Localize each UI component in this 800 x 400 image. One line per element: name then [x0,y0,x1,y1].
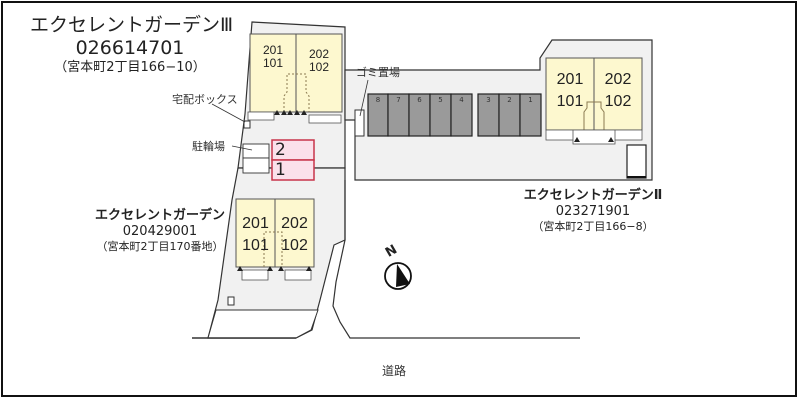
parking-number: 6 [417,96,422,104]
garden2-units-left: 201 101 [546,69,594,113]
garden3-info: エクセレントガーデンⅢ 026614701 （宮本町2丁目166−10） [30,14,234,76]
parking-space-1[interactable]: 1 [275,160,286,180]
unit-label: 201 [242,215,269,232]
unit-label: 202 [604,71,632,88]
garden2-info: エクセレントガーデンⅡ 023271901 （宮本町2丁目166−8） [518,188,668,233]
parking-number: 8 [375,96,381,104]
garden2-units-right: 202 102 [594,69,642,113]
parking-row-left: 8 7 6 5 4 [368,96,472,104]
unit-label: 102 [308,60,330,74]
garden3-address: （宮本町2丁目166−10） [54,60,206,75]
garden2-address: （宮本町2丁目166−8） [532,220,654,233]
delivery-box-label: 宅配ボックス [172,93,238,106]
unit-label: 202 [308,47,330,61]
parking-number: 1 [528,96,533,104]
parking-row-right: 3 2 1 [478,96,541,104]
parking-number: 2 [507,96,512,104]
unit-label: 101 [262,56,284,70]
unit-label: 101 [242,237,269,254]
garden1-units-left: 201 101 [236,213,275,257]
parking-space-2[interactable]: 2 [275,140,286,160]
garden3-code: 026614701 [75,37,185,59]
unit-label: 102 [281,237,308,254]
unit-label: 201 [262,43,284,57]
garden1-name: エクセレントガーデン [94,208,225,223]
unit-label: 102 [604,93,632,110]
garden1-units-right: 202 102 [275,213,314,257]
parking-number: 5 [438,96,443,104]
garden1-address: （宮本町2丁目170番地） [96,240,224,253]
unit-label: 201 [556,71,584,88]
garden1-info: エクセレントガーデン 020429001 （宮本町2丁目170番地） [90,208,230,253]
parking-number: 3 [486,96,491,104]
bicycle-parking-label: 駐輪場 [192,140,225,153]
garden2-code: 023271901 [555,204,631,219]
garden3-units-right: 202 102 [296,48,342,74]
parking-number: 7 [396,96,401,104]
garden1-code: 020429001 [122,224,198,239]
unit-label: 101 [556,93,584,110]
garden3-units-left: 201 101 [250,44,296,70]
garden3-name: エクセレントガーデンⅢ [30,14,234,36]
road-label: 道路 [382,364,407,378]
unit-label: 202 [281,215,308,232]
garden2-name: エクセレントガーデンⅡ [523,188,663,203]
garbage-label: ゴミ置場 [356,66,400,79]
parking-number: 4 [459,96,464,104]
